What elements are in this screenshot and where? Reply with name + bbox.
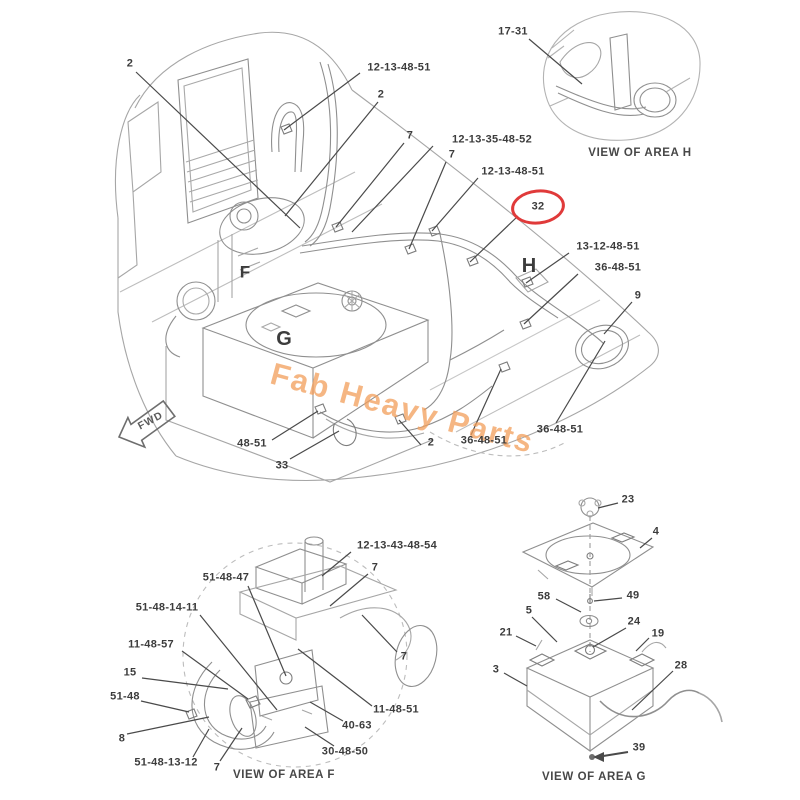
callout: 7	[400, 650, 408, 663]
callout: 12-13-48-51	[367, 61, 431, 74]
callout: 11-48-57	[128, 638, 174, 651]
callout: 51-48-47	[202, 571, 250, 584]
callout: 36-48-51	[594, 261, 642, 274]
callout: 7	[448, 148, 456, 161]
fwd-arrow-label: FWD	[136, 409, 165, 432]
callout: 5	[525, 604, 533, 617]
callout: 39	[632, 741, 646, 754]
callout: 4	[652, 525, 660, 538]
callout: 15	[123, 666, 137, 679]
callout: 12-13-48-51	[481, 165, 545, 178]
callout: 30-48-50	[321, 745, 369, 758]
inset-g-caption: VIEW OF AREA G	[541, 771, 647, 783]
callout: 17-31	[498, 25, 528, 38]
callout: 51-48	[110, 690, 140, 703]
callout: 36-48-51	[536, 423, 584, 436]
callout: 21	[499, 626, 513, 639]
callout: 49	[626, 589, 640, 602]
callout: 8	[118, 732, 126, 745]
leader-lines	[126, 38, 674, 762]
inset-h-art	[542, 11, 701, 141]
callout: 2	[126, 57, 134, 70]
callout: 24	[627, 615, 641, 628]
callout: 2	[427, 436, 435, 449]
area-letter-g: G	[276, 328, 292, 350]
callout: 2	[377, 88, 385, 101]
callout: 19	[651, 627, 665, 640]
callout-highlighted: 32	[531, 200, 545, 213]
inset-f-caption: VIEW OF AREA F	[232, 769, 336, 781]
callout: 58	[537, 590, 551, 603]
callout: 51-48-14-11	[135, 601, 199, 614]
callout: 3	[492, 663, 500, 676]
inset-f-art	[182, 536, 438, 768]
callout: 51-48-13-12	[134, 756, 198, 769]
callout: 13-12-48-51	[576, 240, 640, 253]
callout: 7	[371, 561, 379, 574]
callout: 48-51	[237, 437, 267, 450]
area-letter-f: F	[239, 262, 251, 282]
callout: 33	[275, 459, 289, 472]
callout: 40-63	[342, 719, 372, 732]
main-view-art	[114, 31, 659, 483]
fwd-arrow: FWD	[117, 399, 176, 449]
callout: 23	[621, 493, 635, 506]
callout: 12-13-43-48-54	[356, 539, 438, 552]
inset-g-art	[521, 497, 723, 760]
area-letter-h: H	[521, 255, 537, 277]
callout: 9	[634, 289, 642, 302]
callout: 12-13-35-48-52	[451, 133, 533, 146]
callout: 28	[674, 659, 688, 672]
callout: 7	[213, 761, 221, 774]
callout: 11-48-51	[373, 703, 419, 716]
inset-h-caption: VIEW OF AREA H	[588, 147, 692, 159]
callout: 7	[406, 129, 414, 142]
callout: 36-48-51	[460, 434, 508, 447]
